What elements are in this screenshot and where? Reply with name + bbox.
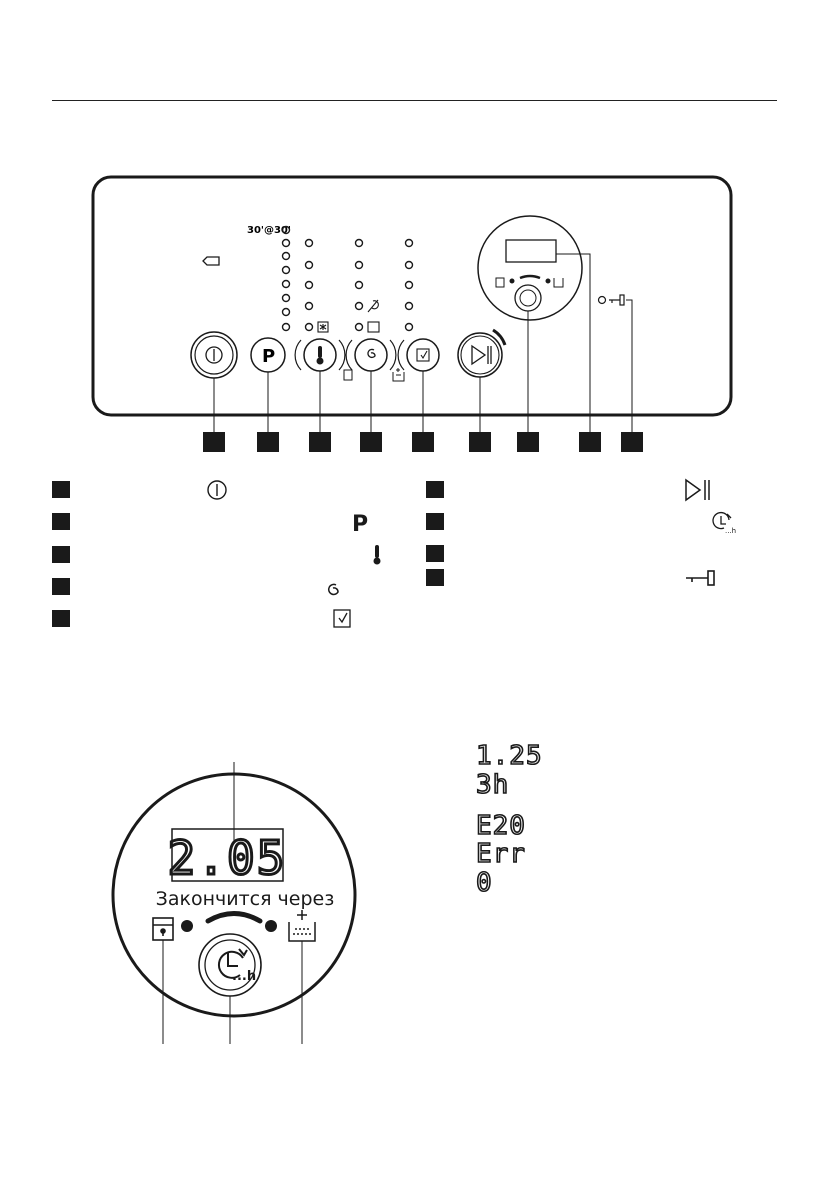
legend-program-p-icon: P <box>352 512 368 537</box>
program-leds <box>281 225 291 332</box>
legend-delay-timer-icon: ...h <box>712 511 736 535</box>
display-digit-frame <box>171 828 284 882</box>
spin-icon <box>367 348 376 359</box>
callout-5 <box>412 432 434 452</box>
callout-7 <box>517 432 539 452</box>
cold-icon <box>317 321 329 333</box>
svg-text:...h: ...h <box>232 969 256 984</box>
legend-badge-5 <box>52 610 70 627</box>
code-1-25: 1.25 <box>476 741 543 771</box>
ends-label: Закончится через <box>156 888 335 910</box>
legend-options-icon <box>333 609 351 628</box>
delay-button-small <box>514 284 542 312</box>
code-0: 0 <box>476 868 493 898</box>
legend-badge-4 <box>52 578 70 595</box>
start-pause-icon <box>471 344 492 366</box>
legend-left: P <box>52 480 381 628</box>
legend-thermometer-icon <box>373 545 381 565</box>
thermometer-icon <box>316 346 324 365</box>
delay-timer-button[interactable]: ...h <box>198 933 262 997</box>
delay-timer-icon <box>217 948 248 979</box>
program-button[interactable]: P <box>250 337 286 373</box>
display-detail: 2.05 Закончится через ...h <box>111 762 357 1044</box>
callout-2 <box>257 432 279 452</box>
callout-1 <box>203 432 225 452</box>
door-lock-small-icon <box>343 369 353 381</box>
tag-icon <box>202 256 220 266</box>
legend-badge-9 <box>426 569 444 586</box>
control-panel <box>91 175 733 417</box>
panel-display-unit <box>477 215 583 321</box>
legend-power-icon <box>207 480 227 500</box>
legend-badge-7 <box>426 513 444 530</box>
display-bottom-leaders <box>162 940 303 1044</box>
progress-arc <box>205 911 263 924</box>
code-e20: E20 <box>476 811 526 841</box>
legend-badge-1 <box>52 481 70 498</box>
temperature-button[interactable] <box>294 338 346 372</box>
panel-display-screen <box>505 239 557 263</box>
display-codes: 1.25 3h E20 Err 0 <box>475 740 543 899</box>
temperature-leds <box>304 238 314 332</box>
legend-key-lock-icon <box>686 570 715 586</box>
legend-right: ...h <box>426 478 736 586</box>
svg-text:...h: ...h <box>725 527 736 535</box>
options-icon <box>416 348 430 362</box>
program-p-icon: P <box>262 346 275 367</box>
legend-start-pause-icon <box>685 478 710 502</box>
code-err: Err <box>476 839 526 869</box>
start-pause-button[interactable] <box>457 328 507 378</box>
panel-callouts <box>203 432 643 452</box>
panel-leader-lines <box>213 253 633 432</box>
legend-badge-6 <box>426 481 444 498</box>
option-leds <box>404 238 414 332</box>
options-button[interactable] <box>397 338 440 372</box>
key-lock-indicator <box>597 294 625 306</box>
callout-3 <box>309 432 331 452</box>
callout-8 <box>579 432 601 452</box>
preset-label: 30'@30' <box>247 225 291 236</box>
callout-9 <box>621 432 643 452</box>
right-indicator-led <box>265 920 277 932</box>
top-rule <box>52 100 777 101</box>
no-spin-icon <box>367 299 379 313</box>
extra-rinse-icon <box>288 910 316 942</box>
extra-rinse-small-icon <box>392 368 405 382</box>
left-indicator-led <box>181 920 193 932</box>
rinse-hold-icon <box>367 321 380 333</box>
legend-badge-2 <box>52 513 70 530</box>
power-button[interactable] <box>190 331 238 379</box>
door-lock-icon <box>152 917 174 941</box>
legend-badge-3 <box>52 546 70 563</box>
legend-spin-icon <box>327 583 339 596</box>
spin-leds <box>354 238 364 332</box>
callout-4 <box>360 432 382 452</box>
code-3h: 3h <box>476 770 509 800</box>
spin-button[interactable] <box>345 338 397 372</box>
power-icon <box>205 346 223 364</box>
legend-badge-8 <box>426 545 444 562</box>
display-digits: 2.05 <box>168 831 287 885</box>
callout-6 <box>469 432 491 452</box>
